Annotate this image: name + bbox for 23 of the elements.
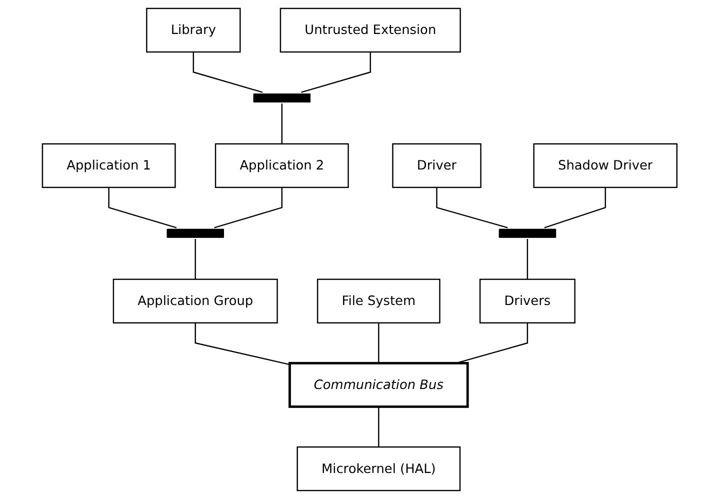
node-box: File System — [317, 278, 441, 324]
connector — [193, 52, 264, 93]
node-box: Application 2 — [215, 143, 350, 188]
connector — [527, 239, 528, 280]
connector — [544, 187, 606, 228]
node-box: Library — [146, 8, 242, 53]
node-box: Untrusted Extension — [280, 8, 462, 53]
connector — [282, 104, 283, 144]
connector — [301, 52, 372, 93]
connector — [378, 322, 380, 364]
node-box: Application 1 — [42, 143, 176, 188]
connector — [378, 406, 380, 447]
connector — [108, 187, 177, 228]
node-box: Driver — [392, 143, 482, 188]
connector — [436, 187, 508, 228]
connector — [195, 239, 196, 280]
node-box: Drivers — [480, 278, 576, 324]
node-box: Shadow Driver — [534, 143, 678, 188]
node-box: Communication Bus — [288, 362, 470, 408]
node-box: Application Group — [113, 278, 278, 324]
connector — [195, 322, 290, 366]
connector — [214, 187, 283, 228]
node-box: Microkernel (HAL) — [297, 446, 461, 492]
